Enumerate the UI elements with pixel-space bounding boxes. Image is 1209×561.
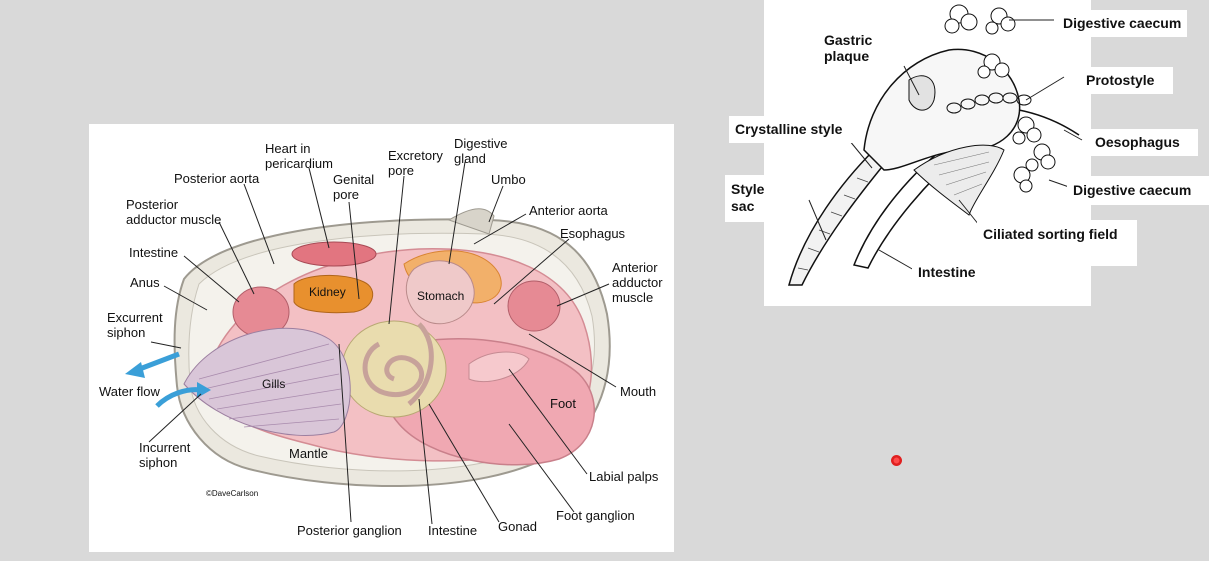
digestive-caecum-top-cluster <box>944 4 1016 79</box>
gill-lamellae <box>198 343 342 428</box>
label-ciliated-sorting-field: Ciliated sorting field <box>977 220 1137 266</box>
label-posterior-ganglion: Posterior ganglion <box>297 523 402 538</box>
label-anterior-aorta: Anterior aorta <box>529 203 609 218</box>
label-gills: Gills <box>262 377 285 391</box>
anterior-adductor-shape <box>507 280 561 332</box>
label-digestive-caecum-top: Digestive caecum <box>1057 10 1188 37</box>
label-posterior-aorta: Posterior aorta <box>174 171 260 186</box>
label-intestine-top: Intestine <box>129 245 178 260</box>
gastric-plaque-shape <box>908 75 936 111</box>
stomach-body <box>863 48 1021 171</box>
excurrent-arrow-head <box>125 362 145 378</box>
label-umbo: Umbo <box>491 172 526 187</box>
label-esophagus: Esophagus <box>560 226 626 241</box>
label-style-sac: Style sac <box>725 175 777 222</box>
sorting-field-shape <box>913 144 1005 216</box>
intestine-coil <box>362 341 424 398</box>
label-stomach: Stomach <box>417 289 464 303</box>
label-digestive-caecum-bottom: Digestive caecum <box>1067 176 1209 205</box>
label-gonad: Gonad <box>498 519 537 534</box>
style-leader-lines <box>808 19 1083 271</box>
label-intestine-style: Intestine <box>912 259 992 286</box>
label-crystalline-style: Crystalline style <box>729 116 864 143</box>
label-mantle: Mantle <box>289 446 328 461</box>
label-labial-palps: Labial palps <box>589 469 659 484</box>
sorting-field-stipple <box>933 151 990 196</box>
style-sac-hatching <box>797 177 869 271</box>
label-credit: ©DaveCarlson <box>206 489 258 498</box>
stomach-shape <box>405 260 475 325</box>
label-foot: Foot <box>550 396 576 411</box>
label-anus: Anus <box>130 275 160 290</box>
label-protostyle: Protostyle <box>1080 67 1173 94</box>
clam-leader-lines <box>148 161 617 525</box>
protostyle-coils <box>946 92 1032 114</box>
laser-pointer-dot <box>891 455 902 466</box>
labial-palps-shape <box>468 351 530 383</box>
heart-shape <box>291 241 377 267</box>
intestine-loop <box>407 322 434 406</box>
label-oesophagus: Oesophagus <box>1089 129 1198 156</box>
digestive-caecum-bottom-cluster <box>1012 116 1056 193</box>
label-intestine-bottom: Intestine <box>428 523 477 538</box>
style-sac-shape <box>788 148 888 286</box>
label-foot-ganglion: Foot ganglion <box>556 508 635 523</box>
label-water-flow: Water flow <box>99 384 161 399</box>
excurrent-arrow <box>136 351 180 373</box>
label-kidney: Kidney <box>309 285 346 299</box>
kidney-shape <box>293 274 374 314</box>
oesophagus-tube <box>1018 109 1080 136</box>
label-mouth: Mouth <box>620 384 656 399</box>
